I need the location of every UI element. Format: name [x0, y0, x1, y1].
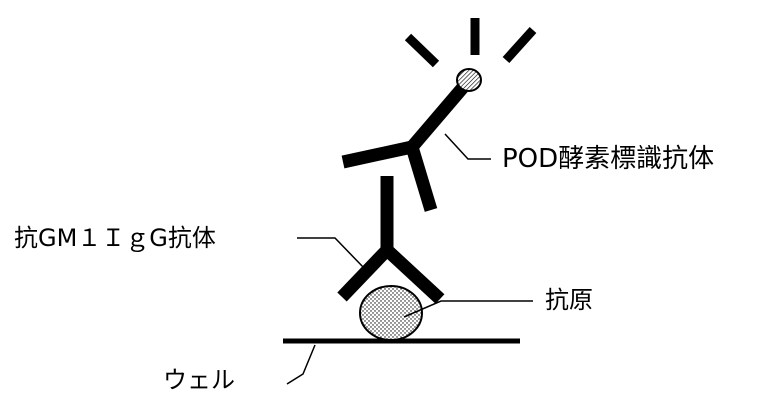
- well-label: ウェル: [163, 366, 235, 394]
- secondary-antibody-leader: [444, 133, 491, 160]
- antigen-leader: [403, 300, 533, 318]
- secondary-antibody-shape: [341, 80, 470, 212]
- antigen-shape: [359, 285, 423, 341]
- primary-antibody-shape: [337, 176, 445, 304]
- primary-antibody-leader: [297, 237, 365, 269]
- signal-rays: [404, 18, 537, 68]
- antigen-label: 抗原: [545, 286, 593, 314]
- secondary-antibody-label: POD酵素標識抗体: [502, 144, 715, 174]
- well-leader: [286, 344, 316, 385]
- pod-enzyme-shape: [456, 68, 482, 92]
- primary-antibody-label: 抗GM１ＩｇG抗体: [14, 224, 216, 252]
